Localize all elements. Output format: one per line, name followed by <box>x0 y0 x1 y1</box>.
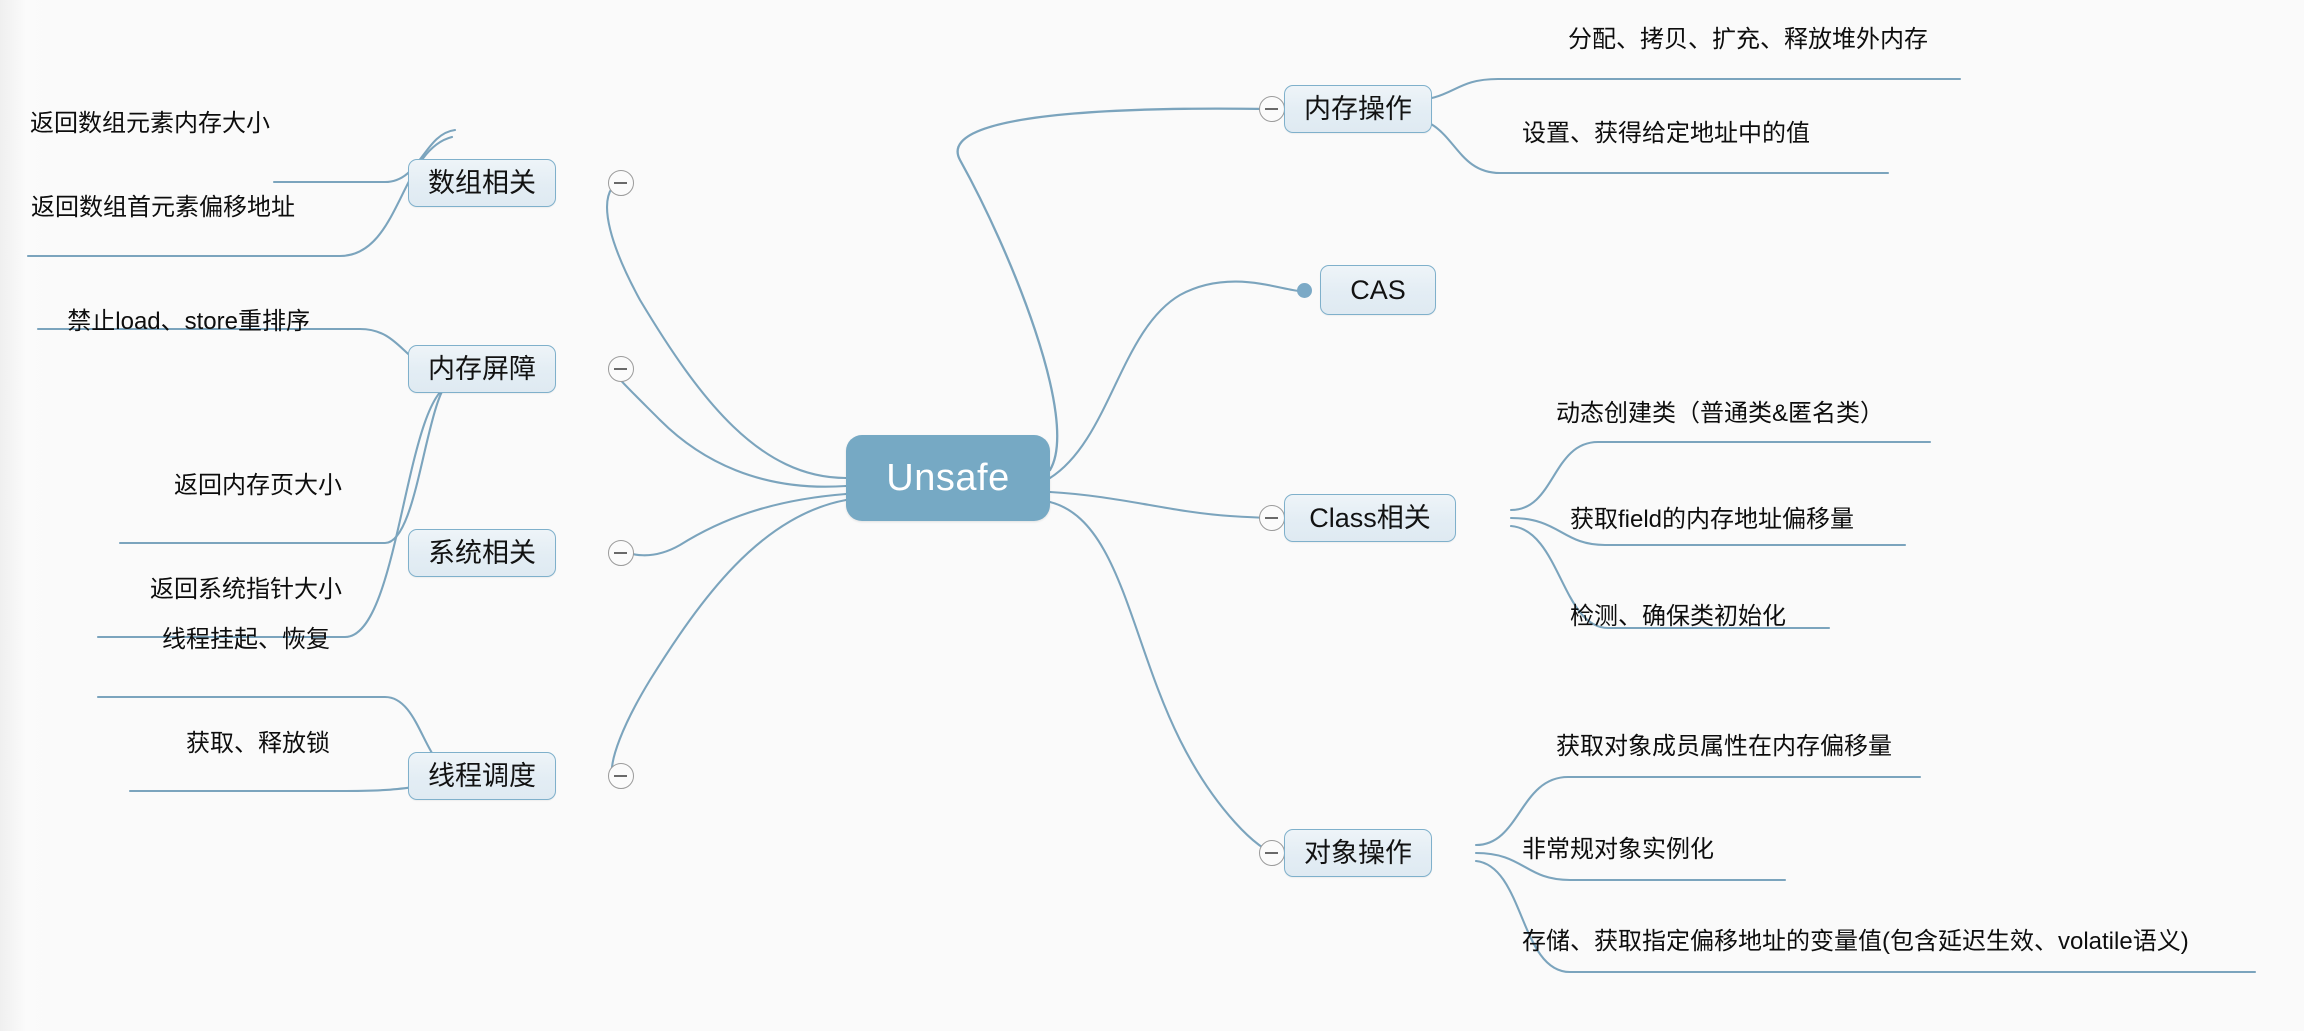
branch-node-object-op[interactable]: 对象操作 <box>1284 829 1432 877</box>
branch-label-memory-op: 内存操作 <box>1304 93 1412 124</box>
collapse-icon-memory-barrier[interactable] <box>608 356 634 382</box>
leaf-label-object-op-0: 获取对象成员属性在内存偏移量 <box>1556 733 1892 760</box>
root-node[interactable]: Unsafe <box>846 435 1050 521</box>
leaf-label-system-0: 返回内存页大小 <box>174 472 342 499</box>
leaf-label-class-1: 获取field的内存地址偏移量 <box>1570 506 1855 533</box>
branch-label-memory-barrier: 内存屏障 <box>428 353 536 384</box>
leaf-label-array-1: 返回数组首元素偏移地址 <box>31 194 295 221</box>
leaf-label-object-op-1: 非常规对象实例化 <box>1522 836 1714 863</box>
branch-label-system: 系统相关 <box>428 537 536 568</box>
branch-node-class[interactable]: Class相关 <box>1284 494 1456 542</box>
leaf-label-class-0: 动态创建类（普通类&匿名类） <box>1556 400 1885 427</box>
collapse-icon-memory-op[interactable] <box>1259 96 1285 122</box>
leaf-label-class-2: 检测、确保类初始化 <box>1570 603 1786 630</box>
leaf-label-thread-schedule-0: 线程挂起、恢复 <box>162 626 330 653</box>
leaf-label-memory-barrier-0: 禁止load、store重排序 <box>67 308 310 335</box>
branch-label-cas: CAS <box>1350 274 1406 305</box>
branch-node-memory-op[interactable]: 内存操作 <box>1284 85 1432 133</box>
leaf-dot-cas[interactable] <box>1297 283 1312 298</box>
branch-node-memory-barrier[interactable]: 内存屏障 <box>408 345 556 393</box>
collapse-icon-object-op[interactable] <box>1259 840 1285 866</box>
branch-node-thread-schedule[interactable]: 线程调度 <box>408 752 556 800</box>
branch-label-array: 数组相关 <box>428 167 536 198</box>
branch-label-class: Class相关 <box>1309 502 1431 533</box>
leaf-label-system-1: 返回系统指针大小 <box>150 576 342 603</box>
branch-label-thread-schedule: 线程调度 <box>428 760 536 791</box>
branch-label-object-op: 对象操作 <box>1304 837 1412 868</box>
leaf-label-thread-schedule-1: 获取、释放锁 <box>186 730 330 757</box>
branch-node-cas[interactable]: CAS <box>1320 265 1436 315</box>
collapse-icon-class[interactable] <box>1259 505 1285 531</box>
branch-node-array[interactable]: 数组相关 <box>408 159 556 207</box>
collapse-icon-array[interactable] <box>608 170 634 196</box>
leaf-label-memory-op-1: 设置、获得给定地址中的值 <box>1522 120 1810 147</box>
leaf-label-object-op-2: 存储、获取指定偏移地址的变量值(包含延迟生效、volatile语义) <box>1522 928 2189 955</box>
collapse-icon-thread-schedule[interactable] <box>608 763 634 789</box>
leaf-label-memory-op-0: 分配、拷贝、扩充、释放堆外内存 <box>1568 26 1928 53</box>
root-label: Unsafe <box>886 456 1010 499</box>
leaf-label-array-0: 返回数组元素内存大小 <box>30 110 270 137</box>
branch-node-system[interactable]: 系统相关 <box>408 529 556 577</box>
collapse-icon-system[interactable] <box>608 540 634 566</box>
